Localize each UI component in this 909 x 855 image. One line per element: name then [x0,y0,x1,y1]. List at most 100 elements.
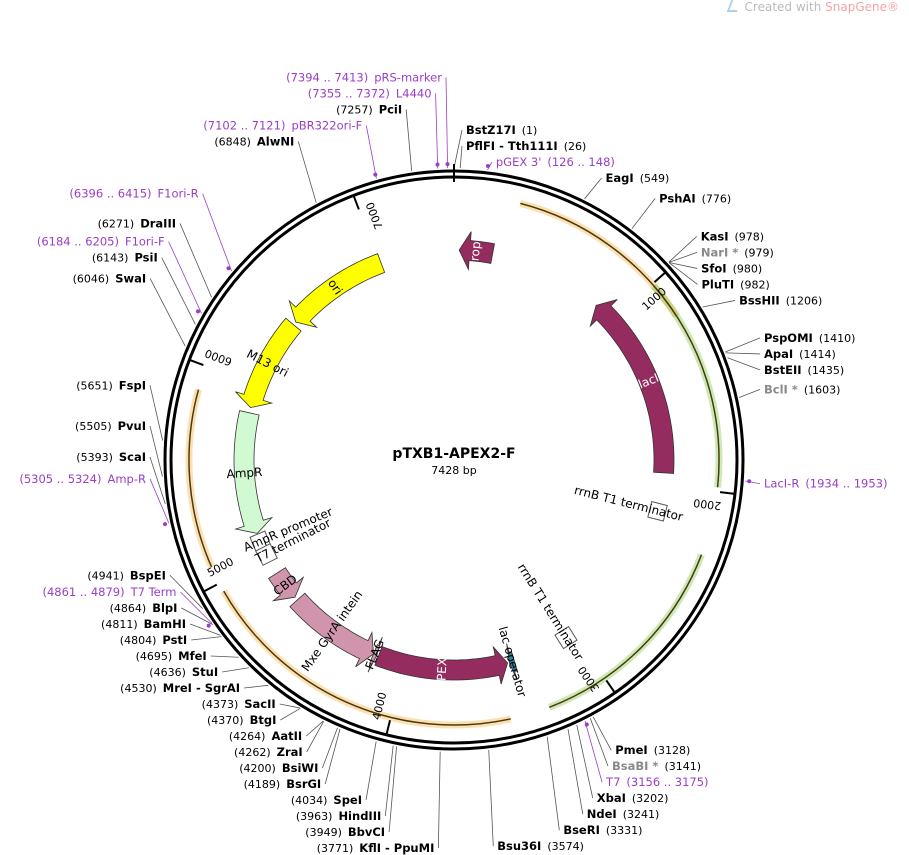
tick-6000 [188,358,204,367]
site-hindiii[interactable]: (3963)HindIII [296,809,381,823]
site-bbvci[interactable]: (3949) BbvCI [305,825,385,839]
site-name: XbaI [597,791,626,805]
site-laci-r[interactable]: LacI-R(1934 .. 1953) [764,477,887,491]
site-pluti[interactable]: PluTI(982) [701,277,769,291]
site-kasi[interactable]: KasI(978) [701,229,764,243]
site-bamhi[interactable]: (4811)BamHI [101,617,186,631]
site-pvui[interactable]: (5505) PvuI [75,419,146,433]
site-bsteii[interactable]: BstEII(1435) [764,363,844,377]
feature-mxe-gyra-intein-arrow [289,592,374,668]
site-name: BbvCI [348,825,385,839]
site-nari[interactable]: NarI *(979) [701,245,774,259]
site-bstz17i[interactable]: BstZ17I(1) [466,123,537,137]
site-pshai[interactable]: PshAI(776) [659,191,731,205]
site-name: F1ori-R [158,187,199,201]
primer-mark-laci-r [747,479,752,484]
site-ndei[interactable]: NdeI(3241) [587,807,660,821]
leader-pspomi [725,337,761,353]
site-draiii[interactable]: (6271)DraIII [98,216,176,230]
site-zrai[interactable]: (4262)ZraI [234,745,303,759]
site-position: (126 .. 148) [547,155,615,169]
site-position: (3202) [632,792,669,805]
site-position: (1206) [786,294,823,307]
site-amp-r[interactable]: (5305 .. 5324)Amp-R [19,472,146,486]
leader-bcli [739,388,761,398]
site-psti[interactable]: (4804)PstI [120,633,187,647]
site-stui[interactable]: (4636)StuI [149,665,218,679]
site-position: (1934 .. 1953) [805,477,887,491]
site-position: (1603) [804,383,841,396]
site-fspi[interactable]: (5651)FspI [76,378,146,392]
site-position: (4804) [120,634,157,647]
leader-fspi [149,385,164,441]
leader-bsu36i [488,749,494,847]
site-name: BclI * [764,382,798,396]
site-bsrgi[interactable]: (4189)BsrGI [244,777,322,791]
tick-5000 [203,583,218,593]
site-spei[interactable]: (4034)SpeI [291,793,362,807]
site-pcii[interactable]: (7257)PciI [336,102,402,116]
site-pmei[interactable]: PmeI(3128) [615,743,690,757]
site-position: (3949) [305,826,342,839]
site-aatii[interactable]: (4264)AatII [229,729,302,743]
leader-t7 [584,720,603,783]
site-name: pRS-marker [374,70,442,84]
site-position: (3128) [654,744,691,757]
feature-ampr-arrow [233,410,274,534]
site-position: (7394 .. 7413) [286,70,368,84]
leader-spei [365,741,377,801]
site-sacii[interactable]: (4373)SacII [202,697,276,711]
site-xbai[interactable]: XbaI (3202) [597,791,669,805]
site-t7-term[interactable]: (4861 .. 4879)T7 Term [42,585,176,599]
site-position: (776) [702,192,732,205]
outer-feature-arcs [185,200,723,729]
site-apai[interactable]: ApaI(1414) [764,347,836,361]
site-name: PvuI [118,419,146,433]
site-labels: BstZ17I(1) PflFI - Tth111I(26) pGEX 3'(126… [19,70,887,855]
site-eagi[interactable]: EagI(549) [606,171,670,185]
site-name: BstZ17I [466,123,516,137]
site-position: (3771) [317,842,354,855]
site-position: (6143) [92,252,129,265]
site-bsiwi[interactable]: (4200)BsiWI [239,761,318,775]
leader-kfli [437,751,441,849]
site-pgex-3[interactable]: pGEX 3'(126 .. 148) [496,155,615,169]
site-psii[interactable]: (6143)PsiI [92,251,158,265]
site-swai[interactable]: (6046)SwaI [73,272,147,286]
site-scai[interactable]: (5393)ScaI [76,450,146,464]
leader-bsiwi [322,727,338,769]
site-blpi[interactable]: (4864)BlpI [110,601,178,615]
site-position: (3963) [296,810,333,823]
site-bseri[interactable]: BseRI(3331) [563,823,642,837]
site-mfei[interactable]: (4695)MfeI [136,649,207,663]
site-kfli[interactable]: (3771)KflI - PpuMI [317,841,435,855]
site-sfoi[interactable]: SfoI(980) [701,261,762,275]
site-position: (982) [740,278,770,291]
site-position: (5505) [75,420,112,433]
primer-mark-pgex-3 [485,163,490,168]
site-position: (6046) [73,273,110,286]
site-name: PflFI - Tth111I [466,139,558,153]
site-bsu36i[interactable]: Bsu36I(3574) [497,839,584,853]
site-mrei[interactable]: (4530)MreI - SgrAI [120,681,240,695]
site-t7[interactable]: T7(3156 .. 3175) [605,775,708,789]
site-f1ori-r[interactable]: (6396 .. 6415)F1ori-R [69,187,198,201]
site-l4440[interactable]: (7355 .. 7372)L4440 [308,86,432,100]
site-f1ori-f[interactable]: (6184 .. 6205)F1ori-F [37,235,165,249]
site-btgi[interactable]: (4370)BtgI [207,713,276,727]
site-pflfi[interactable]: PflFI - Tth111I(26) [466,139,586,153]
site-position: (978) [735,230,765,243]
site-bsshii[interactable]: BssHII(1206) [739,293,822,307]
site-bspei[interactable]: (4941)BspEI [87,568,166,582]
site-position: (4695) [136,650,173,663]
site-alwni[interactable]: (6848)AlwNI [214,134,294,148]
site-name: BstEII [764,363,802,377]
leader-btgi [280,707,301,721]
site-bcli[interactable]: BclI * (1603) [764,382,840,396]
site-bsabi[interactable]: BsaBI *(3141) [612,759,701,773]
site-prs-marker[interactable]: (7394 .. 7413) pRS-marker [286,70,442,84]
site-pbr322ori-f[interactable]: (7102 .. 7121)pBR322ori-F [203,118,362,132]
site-pspomi[interactable]: PspOMI(1410) [764,331,855,345]
primer-mark-f1ori-r [226,266,231,271]
tick-4000 [385,720,391,736]
